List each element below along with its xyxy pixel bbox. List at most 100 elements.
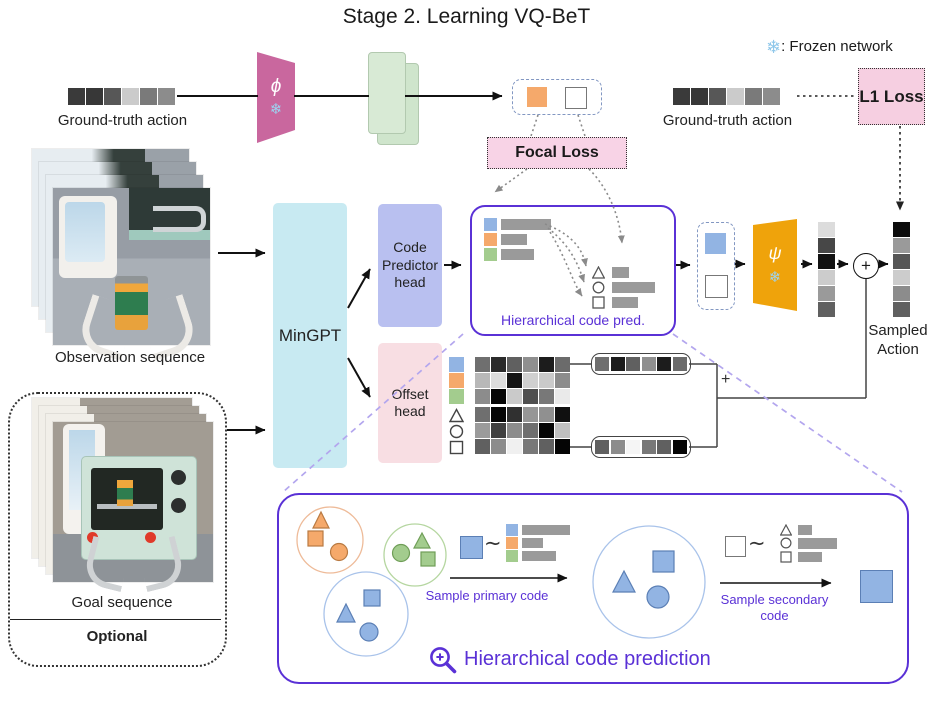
- psi-frozen-snowflake-icon: ❄: [768, 269, 782, 286]
- action-cell: [507, 373, 522, 388]
- action-cell: [893, 270, 910, 285]
- obs-toaster-handle: [153, 206, 206, 232]
- obs-container-window: [65, 202, 105, 262]
- hierarchical-code-prediction-zoom-box: ∼ Sample primary code ∼ Sample secondary…: [277, 493, 909, 684]
- goal-sequence-label: Goal sequence: [71, 594, 173, 611]
- snowflake-icon: ❄: [766, 37, 782, 57]
- action-cell: [523, 423, 538, 438]
- action-cell: [555, 407, 570, 422]
- action-cell: [595, 357, 609, 371]
- sampled-codes-dashed-box: [697, 222, 735, 310]
- phi-symbol: ϕ: [270, 76, 282, 97]
- action-cell: [818, 302, 835, 317]
- action-cell: [158, 88, 175, 105]
- sampled-action-label: Sampled Action: [868, 322, 928, 358]
- action-cell: [507, 439, 522, 454]
- action-cell: [507, 407, 522, 422]
- action-cell: [122, 88, 139, 105]
- sample-secondary-code-label: Sample secondary code: [720, 592, 829, 624]
- goal-divider: [10, 619, 221, 620]
- decoder-output-column: [818, 222, 835, 317]
- primary-code-square: [527, 87, 547, 107]
- action-cell: [610, 440, 625, 454]
- gt-code-dashed-box: [512, 79, 602, 115]
- action-cell: [539, 357, 554, 372]
- primary-code-legend-blue: [449, 357, 464, 372]
- action-cell: [626, 357, 640, 371]
- sim-symbol: ∼: [484, 532, 502, 555]
- square-outline-icon: [449, 440, 464, 455]
- action-cell: [539, 407, 554, 422]
- orange-codebook-cluster: [296, 506, 364, 574]
- action-cell: [893, 286, 910, 301]
- primary-code-legend-orange: [449, 373, 464, 388]
- action-cell: [672, 357, 687, 371]
- goal-oven-tray: [97, 504, 157, 509]
- action-cell: [691, 88, 708, 105]
- action-cell: [893, 238, 910, 253]
- circle-outline-icon: [780, 537, 792, 549]
- action-cell: [555, 389, 570, 404]
- ground-truth-action-label-left: Ground-truth action: [57, 112, 188, 129]
- action-cell: [507, 423, 522, 438]
- action-cell: [491, 407, 506, 422]
- action-cell: [893, 254, 910, 269]
- green-codebook-cluster: [383, 523, 447, 587]
- grid-row: [475, 439, 570, 454]
- observation-sequence-label: Observation sequence: [54, 349, 206, 366]
- goal-oven-knob-top: [171, 470, 186, 485]
- action-cell: [68, 88, 85, 105]
- action-cell: [507, 389, 522, 404]
- square-outline-icon: [780, 551, 792, 563]
- action-cell: [539, 389, 554, 404]
- goal-red-handle-left: [87, 532, 98, 543]
- triangle-outline-icon: [449, 408, 464, 423]
- action-cell: [104, 88, 121, 105]
- action-cell: [140, 88, 157, 105]
- action-cell: [86, 88, 103, 105]
- grid-row: [475, 373, 570, 388]
- action-cell: [507, 357, 522, 372]
- action-cell: [555, 439, 570, 454]
- latent-block-front: [368, 52, 406, 134]
- triangle-outline-icon: [592, 266, 605, 279]
- frozen-network-label: : Frozen network: [781, 38, 893, 55]
- selected-offset-primary: [591, 353, 691, 375]
- orange-code-chip: [484, 233, 497, 246]
- blue-code-chip: [506, 524, 518, 536]
- page-title: Stage 2. Learning VQ-BeT: [342, 5, 591, 28]
- action-cell: [727, 88, 744, 105]
- action-cell: [539, 373, 554, 388]
- blue-logit-bar: [522, 525, 570, 535]
- code-predictor-head-block: Code Predictor head: [378, 204, 442, 327]
- action-cell: [555, 373, 570, 388]
- goal-optional-box: [8, 392, 227, 667]
- action-cell: [818, 254, 835, 269]
- optional-label: Optional: [86, 628, 148, 645]
- action-cell: [475, 423, 490, 438]
- action-cell: [626, 440, 640, 454]
- hierarchical-code-pred-label: Hierarchical code pred.: [501, 312, 645, 328]
- circle-outline-icon: [449, 424, 464, 439]
- circle-logit-bar: [798, 538, 837, 549]
- action-cell: [491, 373, 506, 388]
- action-cell: [818, 286, 835, 301]
- action-cell: [709, 88, 726, 105]
- action-cell: [475, 389, 490, 404]
- secondary-code-square: [565, 87, 587, 109]
- action-cell: [539, 423, 554, 438]
- green-logit-bar: [501, 249, 534, 260]
- focal-loss-badge: Focal Loss: [487, 137, 627, 169]
- grid-row: [475, 407, 570, 422]
- orange-logit-bar: [522, 538, 543, 548]
- phi-encoder-shape: [257, 52, 295, 143]
- green-code-chip: [506, 550, 518, 562]
- hierarchical-code-pred-box: Hierarchical code pred.: [470, 205, 676, 336]
- action-cell: [745, 88, 762, 105]
- action-cell: [610, 357, 625, 371]
- action-cell: [555, 423, 570, 438]
- psi-decoder-shape: [753, 219, 797, 311]
- circle-outline-icon: [592, 281, 605, 294]
- goal-can-inside: [117, 480, 133, 506]
- sample-primary-code-label: Sample primary code: [425, 588, 549, 603]
